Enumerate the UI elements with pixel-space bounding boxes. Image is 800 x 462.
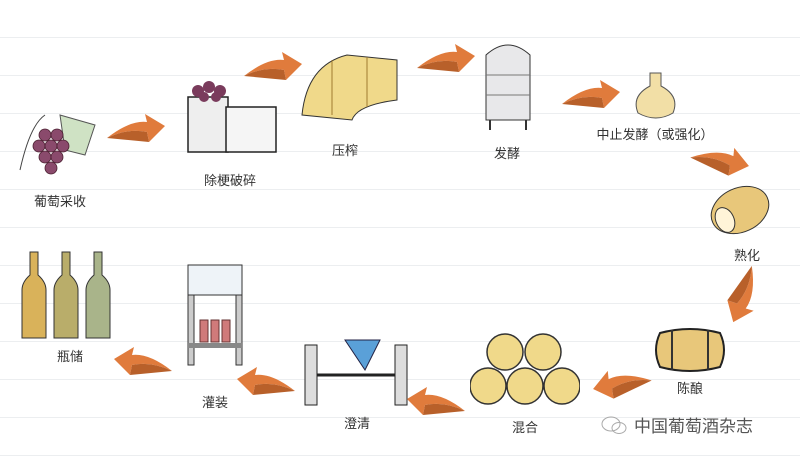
step-label-clarification: 澄清 (343, 417, 371, 432)
step-label-maturation: 熟化 (733, 249, 761, 264)
arrow-icon (417, 44, 475, 72)
arrow-icon (114, 347, 172, 375)
step-label-fermentation: 发酵 (493, 147, 521, 162)
destemmer-crusher-icon (187, 81, 277, 153)
arrow-icon (244, 52, 302, 80)
arrow-icon (237, 367, 295, 395)
barrel-icon (655, 328, 725, 372)
bottling-machine-icon (187, 264, 243, 366)
barrel-stack-icon (470, 333, 580, 405)
flask-icon (635, 72, 676, 119)
small-barrel-icon (710, 185, 770, 235)
wechat-icon (601, 416, 627, 434)
step-label-destem-crush: 除梗破碎 (203, 174, 257, 189)
step-label-blending: 混合 (511, 421, 539, 436)
step-label-press: 压榨 (331, 144, 359, 159)
arrow-icon (107, 114, 165, 142)
bottles-icon (21, 251, 111, 339)
wine-press-icon (301, 54, 398, 121)
step-label-bottling: 灌装 (201, 396, 229, 411)
filter-machine-icon (304, 339, 408, 406)
arrow-icon (407, 387, 465, 415)
arrow-icon (562, 80, 620, 108)
watermark: 中国葡萄酒杂志 (600, 412, 753, 437)
fermentation-tank-icon (485, 44, 531, 130)
step-label-bottle-storage: 瓶储 (56, 350, 84, 365)
step-label-aging: 陈酿 (676, 382, 704, 397)
step-label-harvest: 葡萄采收 (33, 195, 87, 210)
watermark-text: 中国葡萄酒杂志 (634, 417, 753, 437)
step-label-stop-fermentation: 中止发酵（或强化） (596, 128, 714, 143)
grapes-icon (19, 114, 96, 175)
